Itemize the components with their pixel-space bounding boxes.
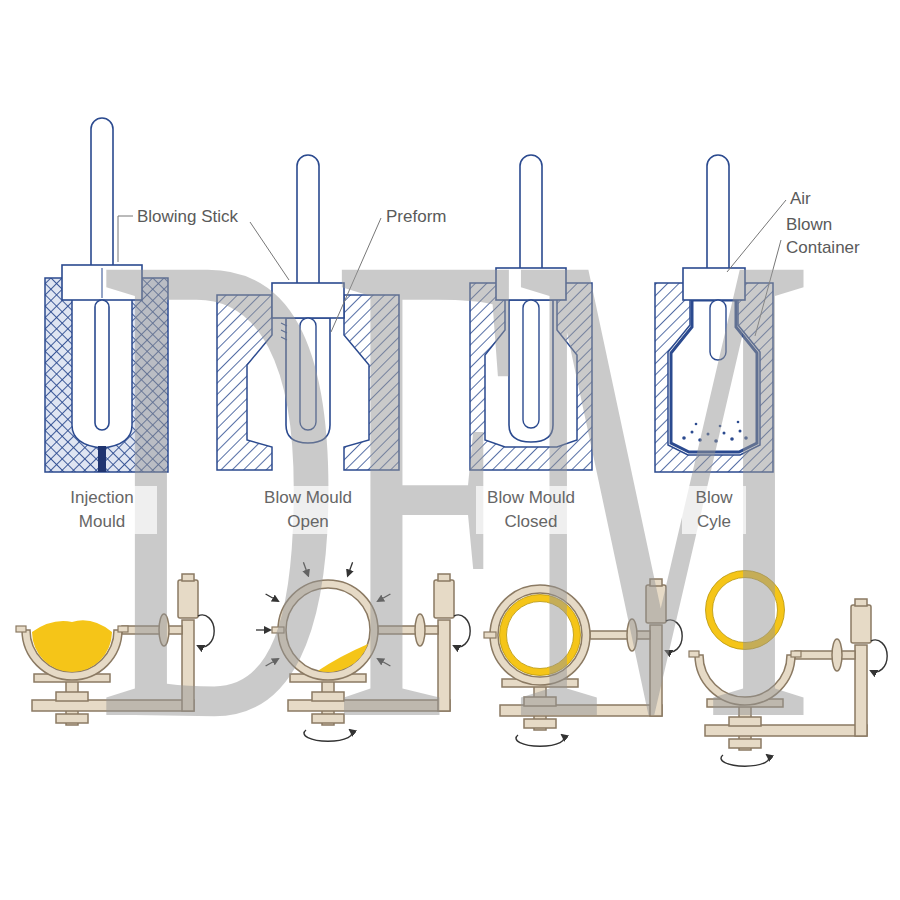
part-label: Preform: [386, 205, 446, 228]
step-caption: Blow Mould Open: [253, 486, 363, 534]
part-label: Air: [790, 187, 811, 210]
part-label: Blown Container: [786, 213, 886, 259]
step-caption: Blow Mould Closed: [476, 486, 586, 534]
part-label: Blowing Stick: [137, 205, 238, 228]
step-caption: Blow Cyle: [682, 486, 746, 534]
step-caption: Injection Mould: [47, 486, 157, 534]
